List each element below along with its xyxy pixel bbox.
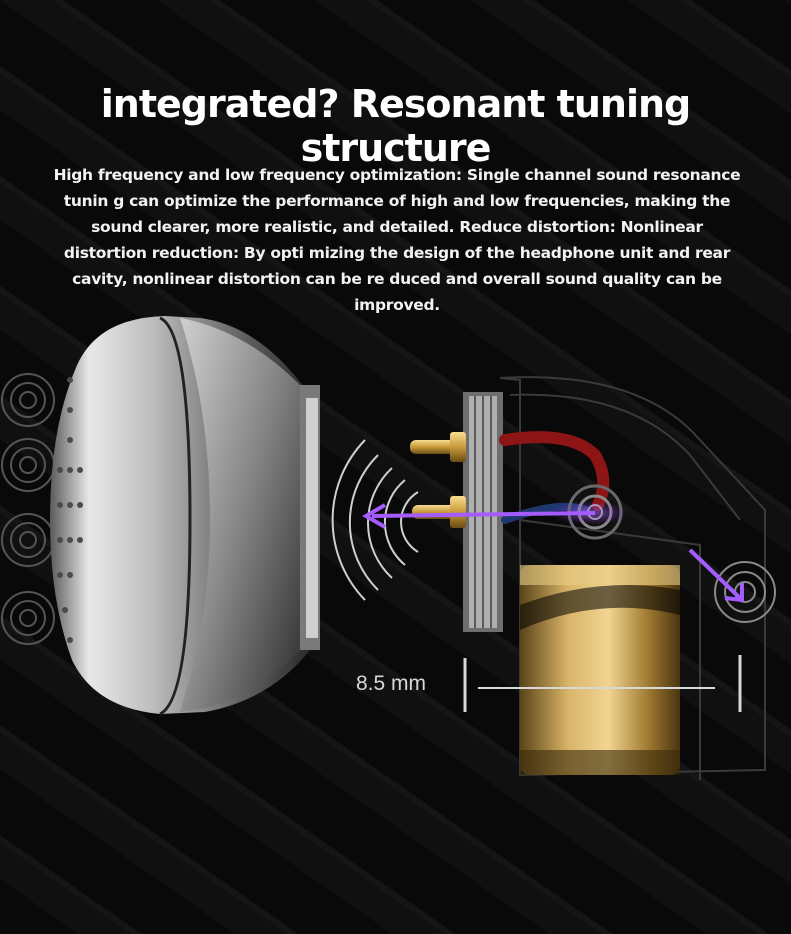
driver-plate (463, 392, 503, 632)
dimension-label: 8.5 mm (356, 672, 427, 695)
speaker-grille (57, 377, 83, 643)
feature-description: High frequency and low frequency optimiz… (53, 166, 741, 314)
gold-driver-unit (520, 565, 680, 775)
sound-wave-arcs (331, 439, 419, 601)
dimension-indicator (463, 655, 742, 712)
earbud-shell (50, 316, 320, 716)
sound-ripple-left-icon (1, 373, 55, 645)
sound-flow-arrows (362, 501, 744, 603)
page-title: integrated? Resonant tuning structure (100, 82, 691, 170)
